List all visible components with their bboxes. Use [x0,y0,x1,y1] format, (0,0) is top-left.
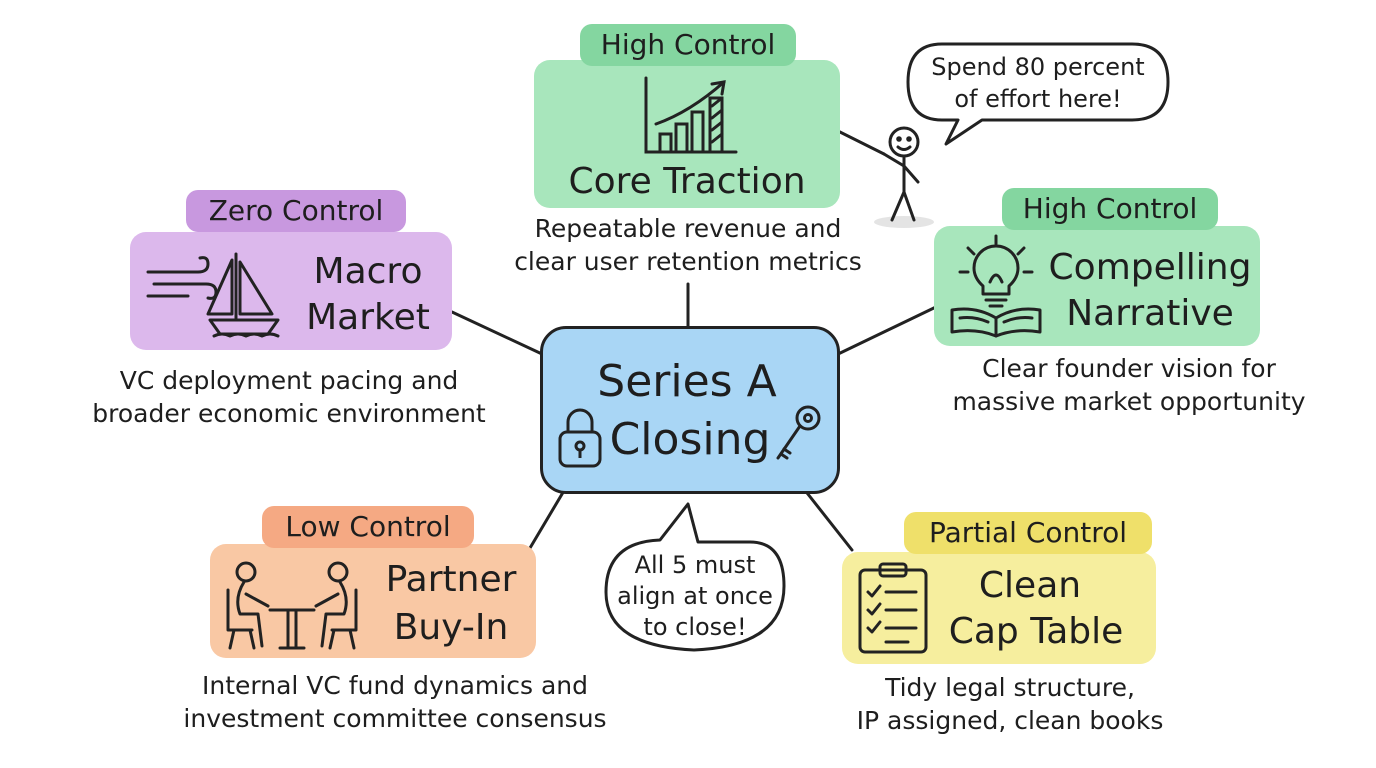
pointer-stick [830,126,886,156]
connector-clean-cap-table [798,482,854,552]
lightbulb-book-icon [946,234,1046,338]
connector-partner-buy-in [528,482,570,550]
macro-market-desc-line1: VC deployment pacing and [119,366,459,395]
clean-cap-table-desc-line2: IP assigned, clean books [856,706,1164,735]
bar-chart-icon [642,76,738,154]
clean-cap-table-tag: Partial Control [904,512,1152,554]
partner-buy-in-desc-line1: Internal VC fund dynamics and [202,671,588,700]
speech-bubble-align-line1: All 5 must [634,551,756,579]
partner-buy-in-title-line1: Partner [385,559,517,600]
key-icon [772,404,824,468]
speech-bubble-effort-line1: Spend 80 percent [931,53,1145,81]
partner-buy-in-title-line2: Buy-In [393,607,509,648]
center-title-line1: Series A [597,356,777,407]
clean-cap-table-desc-line1: Tidy legal structure, [885,673,1135,702]
compelling-narrative-tag: High Control [1002,188,1218,230]
connector-macro-market [450,310,544,356]
partner-buy-in-desc-line2: investment committee consensus [183,704,607,733]
connector-compelling-narrative [832,304,940,358]
core-traction-desc-line2: clear user retention metrics [514,247,862,276]
stick-figure-icon [874,126,934,228]
core-traction-desc-line1: Repeatable revenue and [534,214,842,243]
macro-market-node [130,232,452,350]
core-traction-tag: High Control [580,24,796,66]
macro-market-desc-line2: broader economic environment [92,399,486,428]
speech-bubble-align-line2: align at once [617,582,773,610]
core-traction-title: Core Traction [568,161,806,202]
clean-cap-table-title-line1: Clean [978,565,1082,606]
partner-buy-in-node [210,544,536,658]
compelling-narrative-title-line1: Compelling [1048,247,1252,288]
clean-cap-table-title-line2: Cap Table [948,611,1124,652]
clipboard-checklist-icon [856,560,932,656]
speech-bubble-align [604,502,786,652]
padlock-icon [556,404,604,470]
meeting-people-icon [222,560,362,650]
partner-buy-in-tag: Low Control [262,506,474,548]
macro-market-title-line2: Market [306,297,430,338]
compelling-narrative-desc-line2: massive market opportunity [952,387,1306,416]
center-title-line2: Closing [609,414,771,465]
macro-market-tag: Zero Control [186,190,406,232]
speech-bubble-effort [906,42,1170,146]
compelling-narrative-title-line2: Narrative [1066,293,1234,334]
sailboat-wind-icon [144,248,284,338]
speech-bubble-align-line3: to close! [643,613,747,641]
macro-market-title-line1: Macro [313,251,423,292]
speech-bubble-effort-line2: of effort here! [954,85,1122,113]
compelling-narrative-desc-line1: Clear founder vision for [982,354,1276,383]
